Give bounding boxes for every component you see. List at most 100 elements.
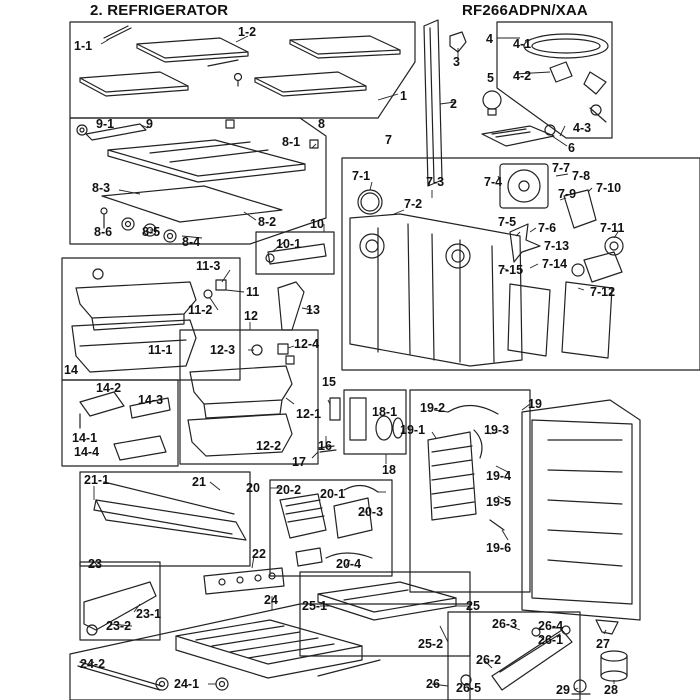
lamp-cover-icon[interactable] bbox=[523, 33, 609, 59]
callout-label-9-1: 9-1 bbox=[96, 117, 114, 131]
callout-label-26-2: 26-2 bbox=[476, 653, 501, 667]
drawer-support[interactable] bbox=[83, 581, 157, 636]
crisper-drawer-upper[interactable] bbox=[75, 281, 197, 331]
callout-label-5: 5 bbox=[487, 71, 494, 85]
wire-holder-icon[interactable] bbox=[595, 619, 619, 635]
shelf-glass-4[interactable] bbox=[254, 71, 367, 97]
defrost-heater-icon bbox=[447, 404, 505, 531]
callout-label-21-1: 21-1 bbox=[84, 473, 109, 487]
callout-label-14-4: 14-4 bbox=[74, 445, 99, 459]
motor-assembly-icon[interactable] bbox=[571, 251, 623, 283]
crisper-cover-glass[interactable] bbox=[107, 139, 306, 183]
callout-label-1-1: 1-1 bbox=[74, 39, 92, 53]
crisper-cover-frame-lower[interactable] bbox=[101, 185, 283, 223]
drawer-lower[interactable] bbox=[187, 413, 293, 457]
diagram-title: 2. REFRIGERATOR bbox=[90, 2, 229, 19]
sensor-icon[interactable] bbox=[317, 397, 341, 453]
handle-cover[interactable] bbox=[277, 281, 305, 331]
light-bulb-icon[interactable] bbox=[482, 90, 502, 116]
control-board[interactable] bbox=[203, 567, 285, 595]
drawer-knob-icon bbox=[92, 268, 227, 299]
callout-label-23-2: 23-2 bbox=[106, 619, 131, 633]
callout-label-19-6: 19-6 bbox=[486, 541, 511, 555]
ice-fan-icon[interactable] bbox=[499, 163, 549, 209]
callout-label-20-4: 20-4 bbox=[336, 557, 361, 571]
callout-label-4-2: 4-2 bbox=[513, 69, 531, 83]
door-guard[interactable] bbox=[93, 481, 247, 541]
icemaker-body[interactable] bbox=[279, 493, 373, 567]
callout-label-20-1: 20-1 bbox=[320, 487, 345, 501]
callout-label-7-13: 7-13 bbox=[544, 239, 569, 253]
callout-label-20-2: 20-2 bbox=[276, 483, 301, 497]
callout-label-14: 14 bbox=[64, 363, 78, 377]
center-hinge-strip[interactable] bbox=[423, 19, 443, 187]
callout-label-11: 11 bbox=[246, 285, 259, 299]
evaporator-coil[interactable] bbox=[427, 431, 477, 521]
crisper-drawer-lower[interactable] bbox=[71, 319, 197, 373]
shelf-glass-2[interactable] bbox=[289, 35, 401, 59]
shelf-group-frame bbox=[69, 21, 416, 119]
dispenser-panel[interactable] bbox=[349, 397, 404, 441]
callout-label-19-2: 19-2 bbox=[420, 401, 445, 415]
callout-label-18-1: 18-1 bbox=[372, 405, 397, 419]
callout-label-8-5: 8-5 bbox=[142, 225, 160, 239]
callout-label-21: 21 bbox=[192, 475, 206, 489]
slide-rail-icon[interactable] bbox=[77, 659, 381, 691]
shelf-glass-3[interactable] bbox=[79, 71, 189, 97]
callout-label-3: 3 bbox=[453, 55, 460, 69]
damper-icon[interactable] bbox=[563, 189, 624, 256]
freezer-cover-frame bbox=[341, 157, 700, 371]
callout-label-4-3: 4-3 bbox=[573, 121, 591, 135]
callout-label-24-1: 24-1 bbox=[174, 677, 199, 691]
drawer-frame bbox=[179, 329, 319, 465]
callout-label-17: 17 bbox=[292, 455, 306, 469]
cover-clip-icon bbox=[225, 119, 319, 149]
callout-label-12: 12 bbox=[244, 309, 258, 323]
screw-icon bbox=[233, 72, 243, 87]
freezer-basket[interactable] bbox=[175, 619, 363, 679]
ice-tray[interactable] bbox=[317, 581, 457, 621]
bulb-small-icon[interactable] bbox=[544, 104, 602, 136]
cover-panel-icon[interactable] bbox=[507, 281, 613, 359]
drawer-slide-rail[interactable] bbox=[265, 243, 327, 265]
water-filter-cap[interactable] bbox=[600, 650, 628, 682]
mullion-seal-icon[interactable] bbox=[76, 123, 147, 141]
cabinet-body[interactable] bbox=[521, 399, 641, 621]
callout-label-10: 10 bbox=[310, 217, 324, 231]
callout-label-4: 4 bbox=[486, 32, 493, 46]
control-panel-part[interactable] bbox=[79, 391, 171, 461]
callout-label-12-3: 12-3 bbox=[210, 343, 235, 357]
bracket-icon[interactable] bbox=[449, 31, 467, 53]
evaporator-cover[interactable] bbox=[349, 213, 523, 367]
callout-label-7-7: 7-7 bbox=[552, 161, 570, 175]
callout-label-7-12: 7-12 bbox=[590, 285, 615, 299]
callout-label-11-3: 11-3 bbox=[196, 259, 220, 273]
callout-label-19: 19 bbox=[528, 397, 542, 411]
callout-label-29: 29 bbox=[556, 683, 570, 697]
drawer-support-frame bbox=[79, 561, 161, 641]
shelf-glass-1[interactable] bbox=[136, 37, 249, 63]
drawer-upper[interactable] bbox=[189, 365, 293, 419]
callout-label-11-2: 11-2 bbox=[188, 303, 212, 317]
screw-icon bbox=[100, 207, 108, 229]
fan-motor-icon[interactable] bbox=[359, 233, 471, 269]
callout-label-23-1: 23-1 bbox=[136, 607, 161, 621]
callout-label-9: 9 bbox=[146, 117, 153, 131]
callout-label-2: 2 bbox=[450, 97, 457, 111]
lamp-cover-plate[interactable] bbox=[481, 125, 555, 147]
crisper-drawer-frame bbox=[61, 257, 241, 381]
callout-label-12-2: 12-2 bbox=[256, 439, 281, 453]
valve-icon[interactable] bbox=[571, 679, 591, 695]
lamp-socket-icon[interactable] bbox=[549, 61, 607, 123]
fan-blade-icon[interactable] bbox=[509, 223, 541, 263]
callout-label-7-1: 7-1 bbox=[352, 169, 370, 183]
callout-label-19-5: 19-5 bbox=[486, 495, 511, 509]
harness-icon bbox=[325, 484, 379, 559]
callout-label-25-2: 25-2 bbox=[418, 637, 443, 651]
dispenser-lever[interactable] bbox=[491, 629, 573, 691]
cabinet-frame bbox=[409, 389, 531, 593]
callout-label-19-1: 19-1 bbox=[400, 423, 425, 437]
callout-label-6: 6 bbox=[568, 141, 575, 155]
callout-label-26-4: 26-4 bbox=[538, 619, 563, 633]
